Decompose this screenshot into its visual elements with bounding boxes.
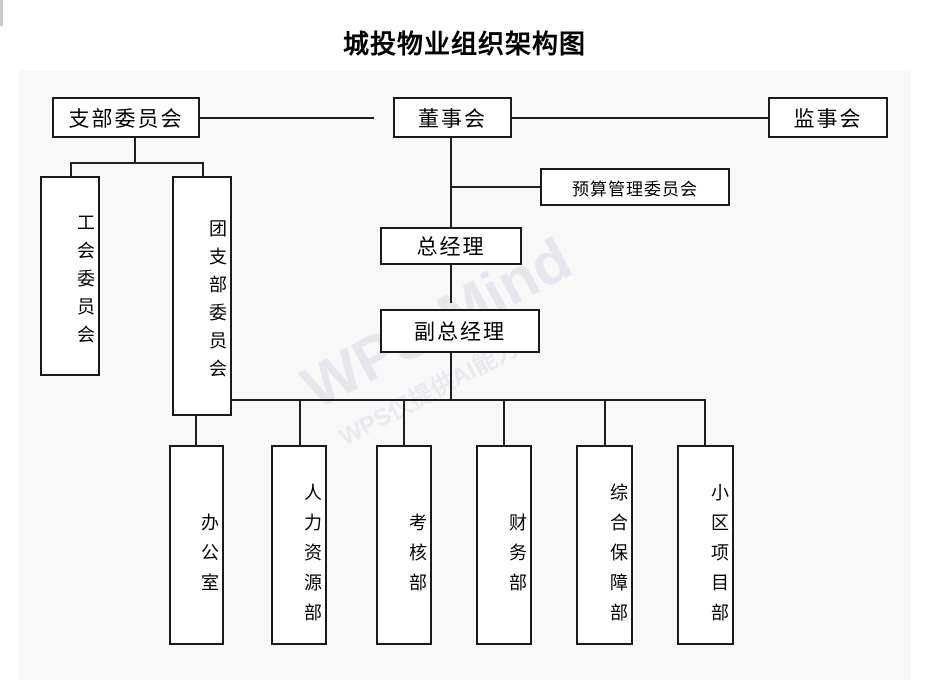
org-chart-canvas: WPS Mind WPS仅提供AI能力 支部委员会: [18, 70, 911, 680]
node-label: 支部委员会: [68, 106, 184, 131]
node-label: 财务部: [507, 513, 527, 603]
connector-to-support: [604, 399, 606, 445]
connector-department-bus: [195, 399, 705, 401]
connector-party-stem: [134, 137, 136, 163]
node-label: 工会委员会: [75, 213, 95, 353]
node-label: 人力资源部: [302, 483, 322, 633]
node-youth-league-branch-committee[interactable]: 团支部委员会: [172, 176, 232, 416]
connector-deputy-stem: [450, 353, 452, 400]
node-label: 预算管理委员会: [572, 179, 698, 199]
connector-board-to-supervisor: [512, 117, 768, 119]
connector-party-child-bus: [70, 162, 204, 164]
connector-to-office: [195, 399, 197, 445]
node-department-finance[interactable]: 财务部: [476, 445, 532, 645]
node-union-committee[interactable]: 工会委员会: [40, 176, 100, 376]
node-party-branch-committee[interactable]: 支部委员会: [52, 97, 200, 138]
node-label: 监事会: [793, 106, 863, 131]
node-general-manager[interactable]: 总经理: [380, 227, 522, 265]
node-label: 董事会: [418, 106, 487, 131]
node-label: 总经理: [416, 235, 486, 259]
node-budget-management-committee[interactable]: 预算管理委员会: [540, 168, 730, 206]
connector-gm-to-deputy: [450, 259, 452, 303]
node-label: 综合保障部: [608, 483, 628, 633]
connector-board-spine: [450, 137, 452, 227]
left-gutter-marker: [0, 0, 3, 26]
node-label: 考核部: [407, 513, 427, 603]
node-department-office[interactable]: 办公室: [169, 445, 224, 645]
connector-to-community: [704, 399, 706, 445]
node-board-of-directors[interactable]: 董事会: [393, 97, 512, 138]
connector-to-youth-league: [202, 162, 204, 176]
connector-party-to-board: [200, 117, 374, 119]
connector-to-finance: [503, 399, 505, 445]
node-department-assessment[interactable]: 考核部: [376, 445, 432, 645]
connector-to-union: [70, 162, 72, 176]
connector-to-hr: [299, 399, 301, 445]
connector-to-budget-committee: [450, 186, 540, 188]
node-board-of-supervisors[interactable]: 监事会: [768, 97, 888, 138]
connector-to-assessment: [403, 399, 405, 445]
node-department-human-resources[interactable]: 人力资源部: [271, 445, 327, 645]
node-department-comprehensive-support[interactable]: 综合保障部: [576, 445, 633, 645]
node-label: 团支部委员会: [207, 219, 227, 387]
node-deputy-general-manager[interactable]: 副总经理: [380, 309, 540, 353]
node-label: 办公室: [199, 513, 219, 603]
node-department-community-project[interactable]: 小区项目部: [677, 445, 734, 645]
node-label: 小区项目部: [709, 483, 729, 633]
node-label: 副总经理: [414, 320, 506, 344]
page-title: 城投物业组织架构图: [342, 30, 586, 59]
